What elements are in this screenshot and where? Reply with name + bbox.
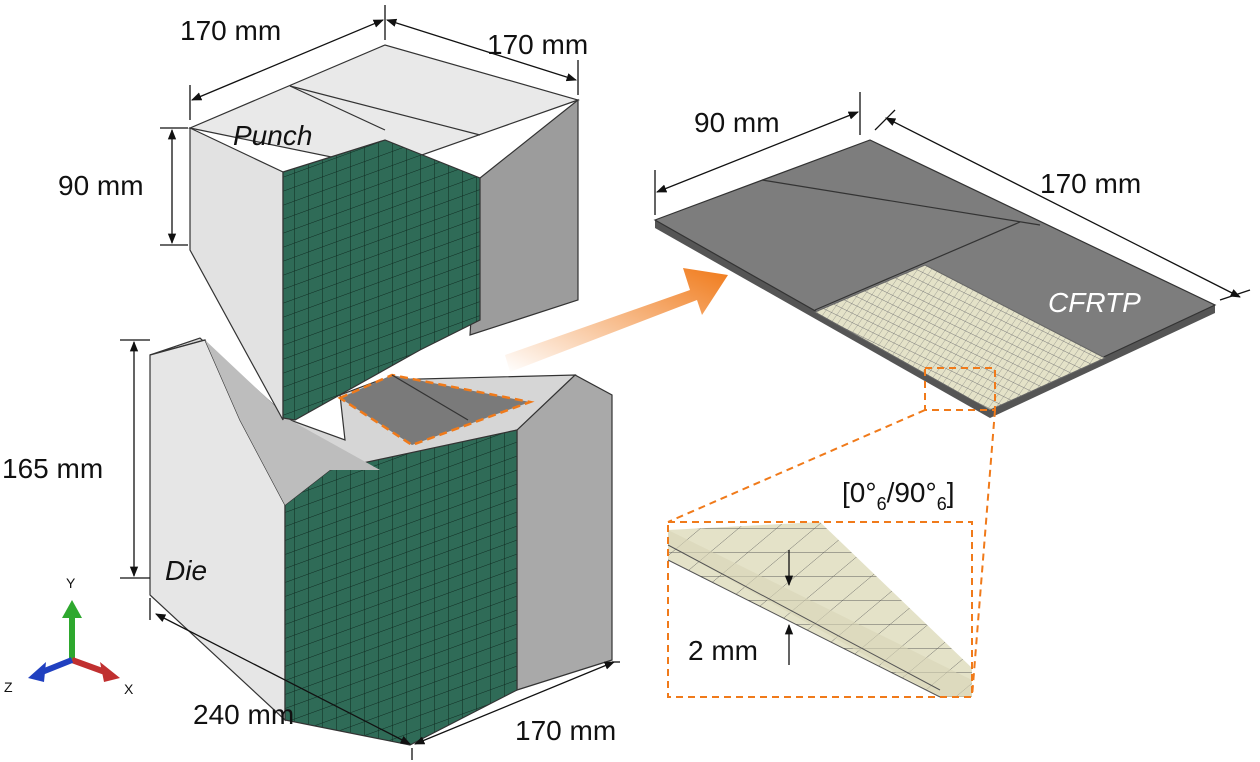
die-label: Die [165,555,207,586]
axis-x-label: X [124,681,134,697]
punch-left-face [189,127,284,421]
punch-mesh-face [282,139,481,421]
axis-triad: Y X Z [4,575,134,697]
axis-y-label: Y [66,575,76,591]
die-depth-label: 170 mm [515,715,616,746]
punch-width-label: 170 mm [180,15,281,46]
cfrtp-label: CFRTP [1048,287,1141,318]
die-right-face [516,374,613,691]
zoom-source-box [924,367,996,411]
plate-thickness-label: 2 mm [688,635,758,666]
punch-label: Punch [233,120,312,151]
plate-width-label: 90 mm [694,107,780,138]
punch-right-face [469,98,579,336]
punch-height-label: 90 mm [58,170,144,201]
axis-z-label: Z [4,679,13,695]
die-height-label: 165 mm [2,453,103,484]
plate-length-label: 170 mm [1040,168,1141,199]
transfer-arrow [505,268,728,372]
die-width-label: 240 mm [193,699,294,730]
punch-depth-label: 170 mm [487,29,588,60]
blank-plate [337,373,535,447]
die-groove-face [205,340,380,505]
ply-detail-inset [667,521,973,698]
layup-label: [0°6/90°6] [842,477,955,514]
